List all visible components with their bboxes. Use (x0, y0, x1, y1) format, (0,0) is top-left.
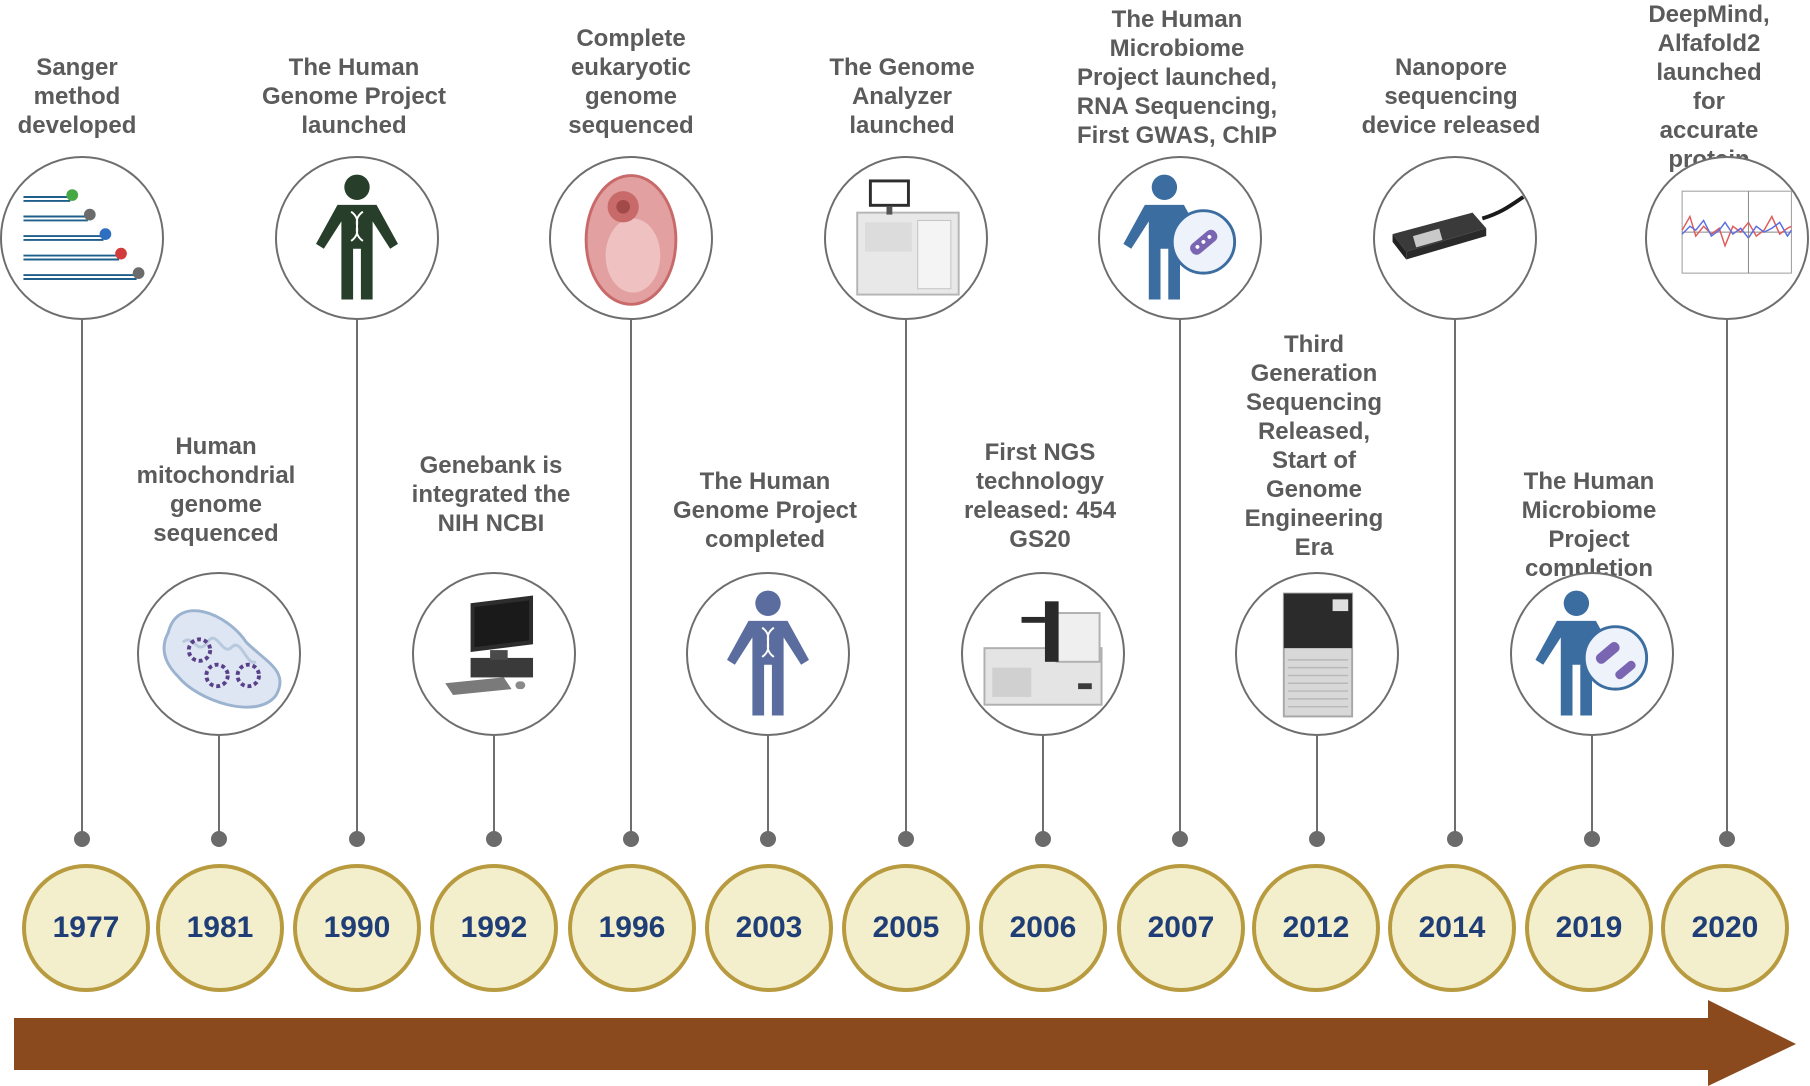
human-microbiome-icon (1123, 174, 1237, 300)
event-label: Complete eukaryotic genome sequenced (568, 25, 694, 139)
event-icon-circle (137, 572, 301, 736)
timeline-stem (1179, 320, 1181, 840)
event-icon-circle (1235, 572, 1399, 736)
event-label: Human mitochondrial genome sequenced (136, 433, 296, 547)
year-badge: 1996 (568, 864, 696, 992)
timeline-dot (211, 831, 227, 847)
timeline-stem (1316, 736, 1318, 840)
year-badge: 2020 (1661, 864, 1789, 992)
event-label: First NGS technology released: 454 GS20 (963, 439, 1117, 553)
event-label: Sanger method developed (17, 54, 137, 139)
year-badge: 2003 (705, 864, 833, 992)
eukaryotic-cell-icon (584, 174, 678, 306)
timeline-stem (218, 736, 220, 840)
event-icon-circle (1098, 156, 1262, 320)
timeline-dot (486, 831, 502, 847)
timeline-stem (1726, 320, 1728, 840)
timeline-dot (1172, 831, 1188, 847)
year-badge: 1990 (293, 864, 421, 992)
timeline-stem (1591, 736, 1593, 840)
year-badge: 2005 (842, 864, 970, 992)
timeline-dot (1035, 831, 1051, 847)
event-icon-circle (1645, 156, 1809, 320)
timeline-dot (623, 831, 639, 847)
nanopore-device-icon (1392, 195, 1525, 260)
event-icon-circle (1373, 156, 1537, 320)
timeline-dot (74, 831, 90, 847)
computer-icon (445, 595, 534, 695)
timeline-dot (349, 831, 365, 847)
timeline-stem (1042, 736, 1044, 840)
event-icon-circle (961, 572, 1125, 736)
timeline-stem (905, 320, 907, 840)
event-icon-circle (412, 572, 576, 736)
event-icon-circle (275, 156, 439, 320)
human-microbiome-icon (1535, 590, 1649, 716)
protein-folding-plot-icon (1681, 190, 1792, 274)
timeline-stem (767, 736, 769, 840)
event-label: The Human Genome Project completed (672, 468, 858, 553)
timeline-dot (1309, 831, 1325, 847)
year-badge: 2007 (1117, 864, 1245, 992)
event-label: The Genome Analyzer launched (829, 54, 975, 139)
event-icon-circle (1510, 572, 1674, 736)
event-label: Third Generation Sequencing Released, St… (1244, 331, 1384, 561)
timeline-stem (81, 320, 83, 840)
event-icon-circle (0, 156, 164, 320)
sanger-sequencing-icon (23, 189, 145, 280)
timeline-dot (1719, 831, 1735, 847)
event-label: Genebank is integrated the NIH NCBI (411, 452, 571, 537)
year-badge: 2012 (1252, 864, 1380, 992)
timeline-arrow-shape (14, 1000, 1796, 1086)
year-badge: 1981 (156, 864, 284, 992)
year-badge: 2019 (1525, 864, 1653, 992)
timeline-dot (898, 831, 914, 847)
event-label: The Human Microbiome Project launched, R… (1076, 6, 1278, 149)
sequencer-tower-icon (1282, 592, 1354, 718)
timeline-stem (1454, 320, 1456, 840)
timeline-stem (630, 320, 632, 840)
year-badge: 2006 (979, 864, 1107, 992)
year-badge: 1977 (22, 864, 150, 992)
event-icon-circle (686, 572, 850, 736)
timeline-dot (1447, 831, 1463, 847)
event-label: Nanopore sequencing device released (1361, 54, 1541, 139)
timeline-stem (493, 736, 495, 840)
timeline-stem (356, 320, 358, 840)
ngs-sequencer-icon (983, 601, 1103, 706)
mitochondrion-icon (162, 609, 282, 709)
human-dna-icon (316, 174, 398, 300)
event-icon-circle (549, 156, 713, 320)
timeline-dot (760, 831, 776, 847)
timeline-arrow (14, 1000, 1796, 1086)
timeline-dot (1584, 831, 1600, 847)
year-badge: 1992 (430, 864, 558, 992)
event-label: The Human Genome Project launched (261, 54, 447, 139)
genome-analyzer-icon (856, 179, 960, 296)
event-icon-circle (824, 156, 988, 320)
year-badge: 2014 (1388, 864, 1516, 992)
human-dna-icon (727, 590, 809, 716)
